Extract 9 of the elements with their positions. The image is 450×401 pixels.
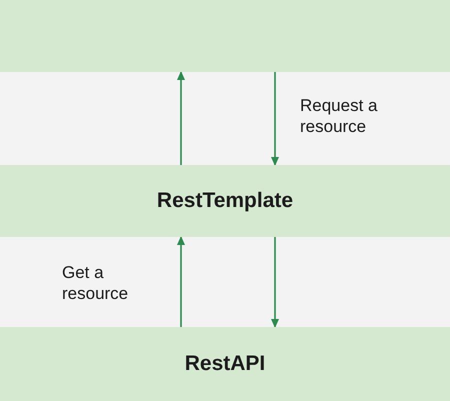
band-box xyxy=(0,327,450,401)
arrow xyxy=(271,72,279,166)
arrow xyxy=(177,236,185,327)
arrow xyxy=(271,237,279,328)
band-title: RestTemplate xyxy=(156,189,294,213)
band-box xyxy=(0,0,450,72)
band-box xyxy=(0,165,450,237)
arrow xyxy=(177,71,185,165)
band-title: RestAPI xyxy=(184,352,266,376)
